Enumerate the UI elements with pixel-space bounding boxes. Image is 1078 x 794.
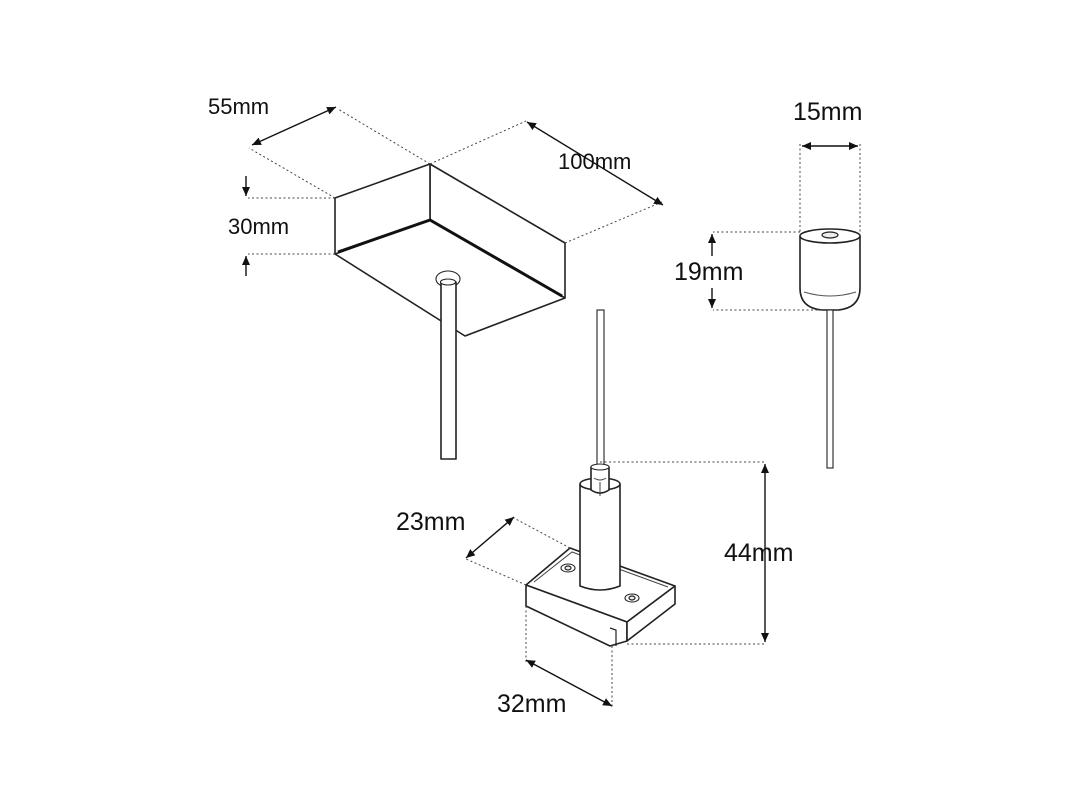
canopy-height-label: 30mm bbox=[228, 214, 289, 239]
adapter-cable bbox=[596, 309, 605, 469]
track-adapter bbox=[525, 309, 676, 647]
adapter-width-label: 32mm bbox=[497, 690, 566, 718]
gripper-body bbox=[799, 235, 861, 311]
canopy-length-label: 100mm bbox=[558, 149, 631, 174]
adapter-depth-label: 23mm bbox=[396, 508, 465, 536]
canopy-depth-dimension bbox=[251, 106, 337, 146]
adapter-extension-lines bbox=[465, 461, 765, 707]
adapter-depth-dimension bbox=[465, 516, 515, 559]
adapter-plate-side bbox=[626, 585, 676, 642]
canopy-depth-label: 55mm bbox=[208, 94, 269, 119]
adapter-height-label: 44mm bbox=[724, 539, 793, 567]
canopy-extension-lines bbox=[248, 108, 663, 255]
ceiling-canopy bbox=[334, 163, 566, 460]
adapter-plate-front bbox=[525, 584, 628, 647]
adapter-width-dimension bbox=[525, 659, 613, 707]
gripper-cable bbox=[826, 309, 834, 469]
gripper-extension-lines bbox=[713, 142, 861, 311]
gripper-diameter-label: 15mm bbox=[793, 98, 862, 126]
adapter-cylinder bbox=[579, 483, 621, 591]
gripper-bore bbox=[821, 231, 839, 239]
canopy-rod bbox=[440, 281, 457, 460]
cable-gripper bbox=[799, 228, 861, 469]
gripper-height-label: 19mm bbox=[674, 258, 743, 286]
canopy-length-dimension bbox=[526, 121, 664, 206]
